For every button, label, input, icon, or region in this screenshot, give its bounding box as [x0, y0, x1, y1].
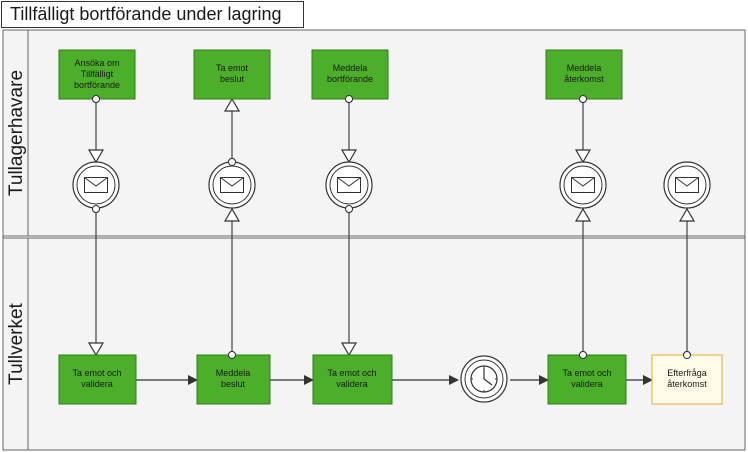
task-label: validera — [81, 379, 113, 389]
task-label: Ta emot och — [562, 368, 611, 378]
message-flow-origin-dots — [92, 95, 691, 359]
message-event-1[interactable] — [72, 161, 120, 209]
task-label: Efterfråga — [667, 368, 707, 378]
timer-event[interactable] — [460, 355, 508, 403]
message-event-2[interactable] — [208, 161, 256, 209]
task-label: beslut — [220, 74, 245, 84]
envelope-icon — [84, 177, 108, 193]
clock-icon — [470, 365, 498, 393]
envelope-icon — [337, 177, 361, 193]
envelope-icon — [675, 177, 699, 193]
task-label: Ansöka om — [74, 58, 119, 68]
lane-label-tullverket: Tullverket — [6, 302, 27, 384]
task-label: Ta emot och — [72, 368, 121, 378]
task-label: validera — [571, 379, 603, 389]
diagram-title: Tillfälligt bortförande under lagring — [1, 1, 304, 28]
task-label: beslut — [221, 379, 246, 389]
message-event-3[interactable] — [325, 161, 373, 209]
message-event-5[interactable] — [663, 161, 711, 209]
envelope-icon — [571, 177, 595, 193]
message-event-4[interactable] — [559, 161, 607, 209]
task-label: återkomst — [667, 379, 707, 389]
task-label: Meddela — [567, 63, 602, 73]
task-label: bortförande — [327, 74, 373, 84]
task-label: Ta emot och — [327, 368, 376, 378]
lane-label-tullagerhavare: Tullagerhavare — [6, 70, 27, 196]
message-flows — [96, 99, 687, 355]
task-label: Meddela — [216, 368, 251, 378]
task-label: återkomst — [564, 74, 604, 84]
envelope-icon — [220, 177, 244, 193]
task-label: validera — [336, 379, 368, 389]
task-label: Meddela — [333, 63, 368, 73]
task-label: Tillfälligt — [81, 69, 114, 79]
task-label: Ta emot — [216, 63, 249, 73]
lane-tullverket: Tullverket — [2, 237, 746, 451]
task-label: bortförande — [74, 80, 120, 90]
